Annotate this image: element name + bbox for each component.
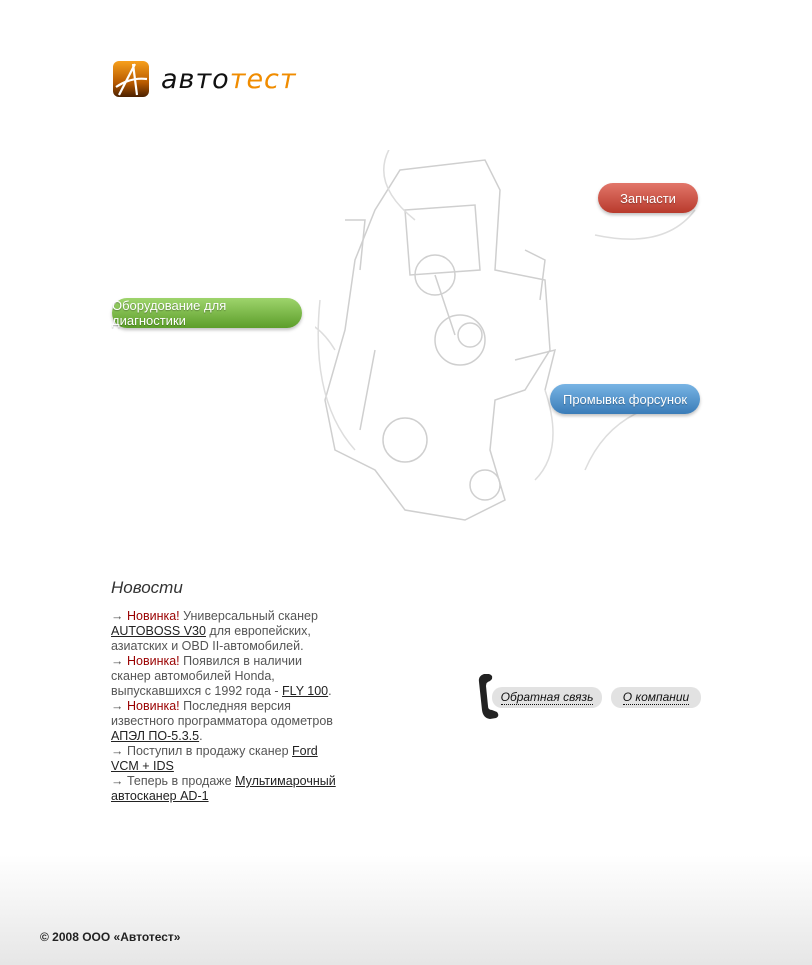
feedback-button[interactable]: Обратная связь: [492, 687, 602, 708]
news-new-label: Новинка!: [126, 654, 180, 668]
copyright: © 2008 ООО «Автотест»: [40, 930, 181, 944]
news-text: .: [199, 729, 203, 743]
logo[interactable]: автотест: [113, 61, 297, 97]
news-text: Последняя версия известного программатор…: [111, 699, 333, 728]
nav-parts-button[interactable]: Запчасти: [598, 183, 698, 213]
news-text: Появился в наличии сканер автомобилей Ho…: [111, 654, 302, 698]
news-link[interactable]: AUTOBOSS V30: [111, 624, 206, 638]
logo-icon: [113, 61, 149, 97]
news-link[interactable]: FLY 100: [282, 684, 329, 698]
nav-diagnostics-button[interactable]: Оборудование для диагностики: [112, 298, 302, 328]
news-link[interactable]: АПЭЛ ПО-5.3.5: [111, 729, 200, 743]
news-item: → Новинка! Универсальный сканер AUTOBOSS…: [111, 609, 341, 654]
phone-icon: [478, 674, 499, 719]
news-link[interactable]: Ford VCM + IDS: [111, 744, 318, 773]
footer-background: [0, 855, 812, 965]
news-item: → Теперь в продаже Мультимарочный автоск…: [111, 774, 341, 804]
news-text: Теперь в продаже: [126, 774, 236, 788]
news-item: → Поступил в продажу сканер Ford VCM + I…: [111, 744, 341, 774]
about-company-button[interactable]: О компании: [611, 687, 701, 708]
news-arrow: →: [111, 699, 127, 713]
news-item: → Новинка! Последняя версия известного п…: [111, 699, 341, 744]
news-link[interactable]: Мультимарочный автосканер AD-1: [111, 774, 336, 803]
news-new-label: Новинка!: [126, 699, 180, 713]
news-text: Универсальный сканер: [179, 609, 318, 623]
news-arrow: →: [111, 654, 127, 668]
news-text: Поступил в продажу сканер: [126, 744, 293, 758]
logo-text: автотест: [161, 63, 297, 95]
news-text: .: [328, 684, 332, 698]
news-section: Новости → Новинка! Универсальный сканер …: [111, 578, 341, 804]
news-arrow: →: [111, 744, 127, 758]
news-text: для европейских, азиатских и OBD II-авто…: [111, 624, 311, 653]
news-title: Новости: [111, 578, 183, 597]
news-item: → Новинка! Появился в наличии сканер авт…: [111, 654, 341, 699]
nav-injectors-button[interactable]: Промывка форсунок: [550, 384, 700, 414]
news-new-label: Новинка!: [126, 609, 180, 623]
news-arrow: →: [111, 774, 127, 788]
news-list: → Новинка! Универсальный сканер AUTOBOSS…: [111, 609, 341, 804]
news-arrow: →: [111, 609, 127, 623]
